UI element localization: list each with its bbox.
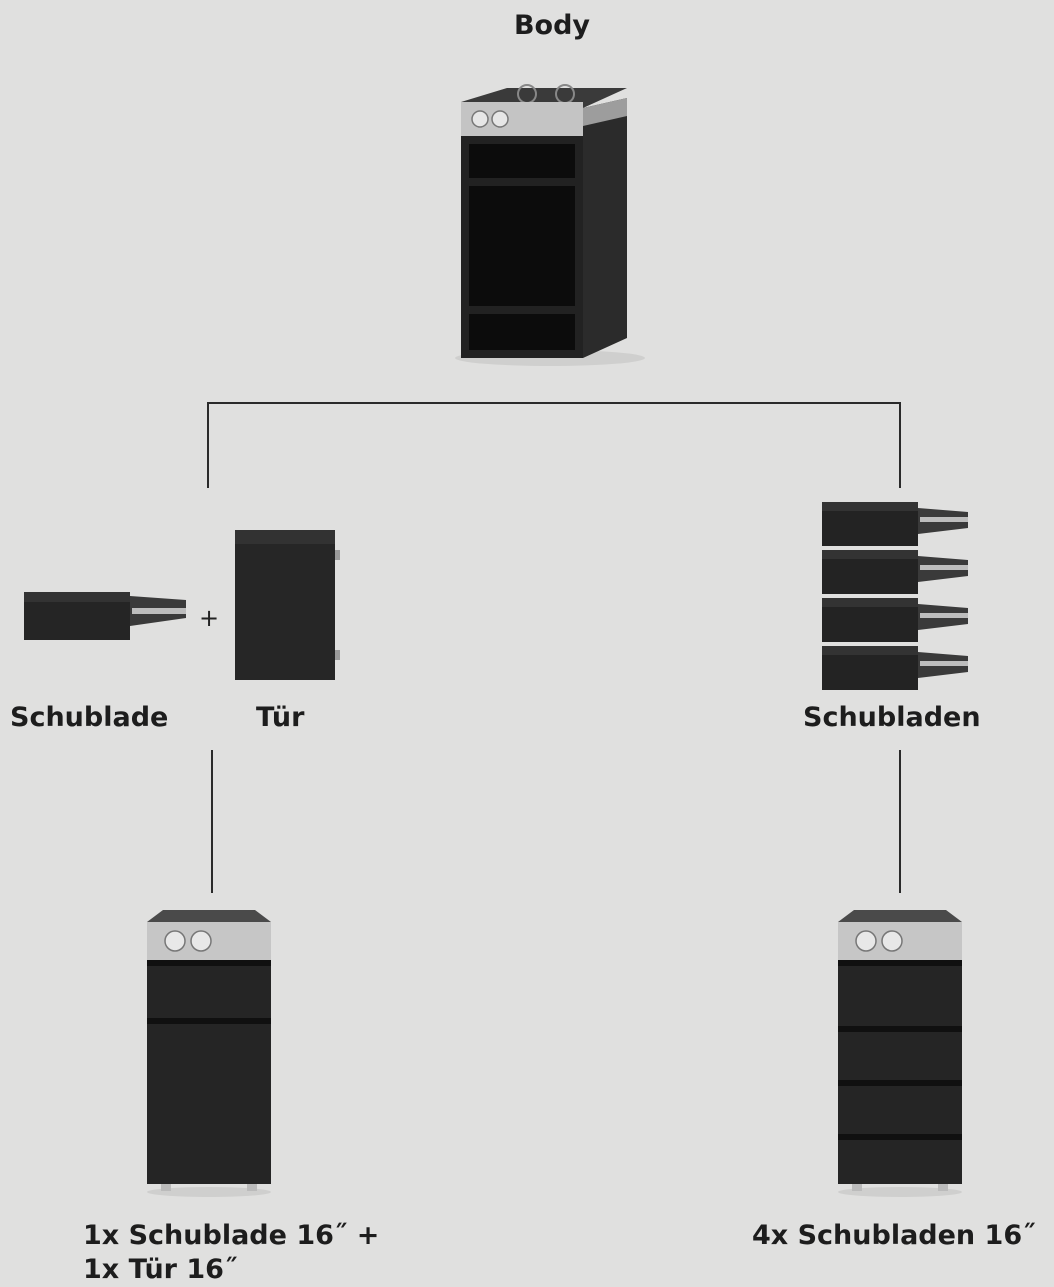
- connector-right-drop: [899, 402, 901, 488]
- left-caption-line-2: 1x Tür 16˝: [83, 1253, 238, 1285]
- schubladen-label: Schubladen: [803, 702, 981, 733]
- right-configuration-caption: 4x Schubladen 16˝: [752, 1220, 1036, 1251]
- cabinet-body-image: [455, 84, 645, 366]
- connector-left-drop: [207, 402, 209, 488]
- cabinet-drawer-door-image: [147, 910, 271, 1197]
- schublade-label: Schublade: [10, 702, 169, 733]
- door-image: [235, 530, 340, 680]
- single-drawer-image: [24, 592, 186, 640]
- connector-left-lower: [211, 750, 213, 893]
- left-configuration-caption: 1x Schublade 16˝ + 1x Tür 16˝: [83, 1219, 379, 1287]
- connector-right-lower: [899, 750, 901, 893]
- left-caption-line-1: 1x Schublade 16˝ +: [83, 1220, 380, 1251]
- cabinet-four-drawers-image: [838, 910, 962, 1197]
- tuer-label: Tür: [256, 702, 305, 733]
- plus-sign: +: [199, 604, 220, 632]
- drawer-stack-image: [822, 502, 968, 690]
- body-label: Body: [513, 10, 591, 41]
- connector-horizontal: [207, 402, 900, 404]
